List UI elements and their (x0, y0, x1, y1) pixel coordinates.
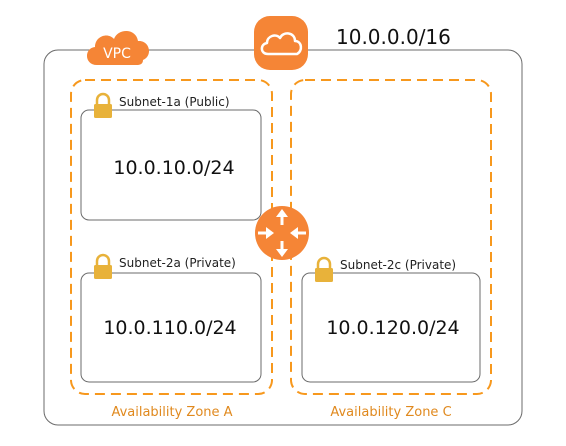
lock-icon (94, 92, 112, 118)
availability-zone-c-label: Availability Zone C (330, 405, 451, 420)
subnet-2c-cidr: 10.0.120.0/24 (326, 317, 459, 339)
vpc-cidr: 10.0.0.0/16 (336, 25, 451, 49)
lock-icon (94, 253, 112, 279)
subnet-2a-cidr: 10.0.110.0/24 (103, 317, 236, 339)
vpc-cloud-icon: VPC (86, 30, 150, 65)
lock-icon (315, 256, 333, 282)
subnet-2a-label: Subnet-2a (Private) (119, 256, 236, 270)
internet-gateway-icon (254, 16, 308, 70)
subnet-2c-label: Subnet-2c (Private) (340, 258, 456, 272)
subnet-2c-box (301, 272, 481, 383)
subnet-1a-box (80, 109, 262, 221)
subnet-1a-cidr: 10.0.10.0/24 (113, 157, 234, 179)
router-icon (255, 206, 309, 260)
vpc-badge-label: VPC (103, 46, 131, 62)
subnet-1a-label: Subnet-1a (Public) (119, 95, 230, 109)
availability-zone-a-label: Availability Zone A (111, 405, 232, 420)
subnet-2a-box (80, 272, 262, 383)
